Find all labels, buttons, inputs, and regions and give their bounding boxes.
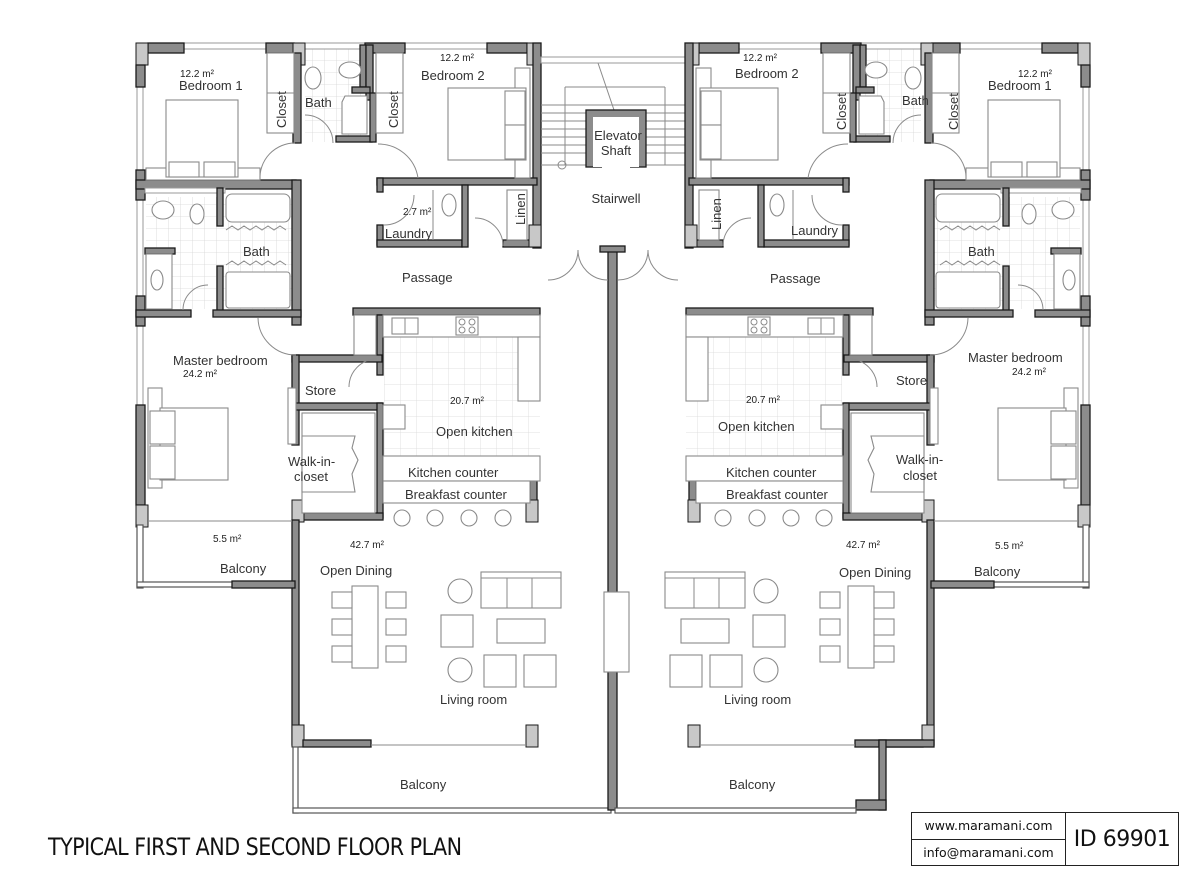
bedroom2-label: Bedroom 2 [421,68,485,83]
contact-links: www.maramani.com info@maramani.com [912,813,1066,865]
side-balcony-area: 5.5 m² [213,534,242,545]
bedroom1-area: 12.2 m² [180,69,215,80]
dining-label: Open Dining [320,563,392,578]
side-balcony-label: Balcony [220,561,267,576]
store-label: Store [305,383,336,398]
closet-label: Closet [386,91,401,128]
front-balcony-label: Balcony [729,777,776,792]
side-balcony-area: 5.5 m² [995,541,1024,552]
kitchen-area: 20.7 m² [746,395,781,406]
bedroom1-label: Bedroom 1 [988,78,1052,93]
bath-label: Bath [902,93,929,108]
stairwell [540,56,687,170]
kitchen-counter-label: Kitchen counter [726,465,817,480]
walkin-closet-label-2: closet [903,468,937,483]
breakfast-counter-label: Breakfast counter [405,487,508,502]
front-balcony-label: Balcony [400,777,447,792]
bath-label: Bath [305,95,332,110]
laundry-label: Laundry [791,223,838,238]
store-label: Store [896,373,927,388]
bedroom2-area: 12.2 m² [743,53,778,64]
linen-label: Linen [513,193,528,225]
left-unit-labels: 12.2 m² Bedroom 1 12.2 m² Bedroom 2 Clos… [173,53,528,792]
dining-label: Open Dining [839,565,911,580]
bedroom2-label: Bedroom 2 [735,66,799,81]
right-unit [614,42,1091,814]
side-balcony-label: Balcony [974,564,1021,579]
plan-title: TYPICAL FIRST AND SECOND FLOOR PLAN [48,833,462,861]
kitchen-label: Open kitchen [718,419,795,434]
elevator-label-2: Shaft [601,143,632,158]
laundry-area: 2.7 m² [403,207,432,218]
master-bedroom-label: Master bedroom [968,350,1063,365]
living-room-label: Living room [440,692,507,707]
plan-id: ID 69901 [1073,826,1171,852]
master-bedroom-area: 24.2 m² [183,369,218,380]
walkin-closet-label-1: Walk-in- [896,452,943,467]
closet-label: Closet [834,93,849,130]
master-bedroom-label: Master bedroom [173,353,268,368]
bedroom2-area: 12.2 m² [440,53,475,64]
breakfast-counter-label: Breakfast counter [726,487,829,502]
passage-label: Passage [770,271,821,286]
linen-label: Linen [709,198,724,230]
closet-label: Closet [946,93,961,130]
kitchen-label: Open kitchen [436,424,513,439]
website-link[interactable]: www.maramani.com [912,813,1065,840]
shared-labels: Stairwell Elevator Shaft [591,128,642,206]
kitchen-area: 20.7 m² [450,396,485,407]
id-stamp: www.maramani.com info@maramani.com ID 69… [911,812,1179,866]
stairwell-label: Stairwell [591,191,640,206]
bedroom1-label: Bedroom 1 [179,78,243,93]
dining-area: 42.7 m² [846,540,881,551]
living-room-label: Living room [724,692,791,707]
closet-label: Closet [274,91,289,128]
right-unit-labels: 12.2 m² Bedroom 1 12.2 m² Bedroom 2 Clos… [709,53,1063,792]
kitchen-tiles [384,336,540,456]
walkin-closet-label-2: closet [294,469,328,484]
bedroom1-area: 12.2 m² [1018,69,1053,80]
master-bedroom-area: 24.2 m² [1012,367,1047,378]
left-unit [135,42,630,814]
kitchen-counter-label: Kitchen counter [408,465,499,480]
bath-label: Bath [968,244,995,259]
elevator-label-1: Elevator [594,128,642,143]
laundry-label: Laundry [385,226,432,241]
dining-area: 42.7 m² [350,540,385,551]
email-link[interactable]: info@maramani.com [923,844,1054,860]
passage-label: Passage [402,270,453,285]
walkin-closet-label-1: Walk-in- [288,454,335,469]
bath-label: Bath [243,244,270,259]
